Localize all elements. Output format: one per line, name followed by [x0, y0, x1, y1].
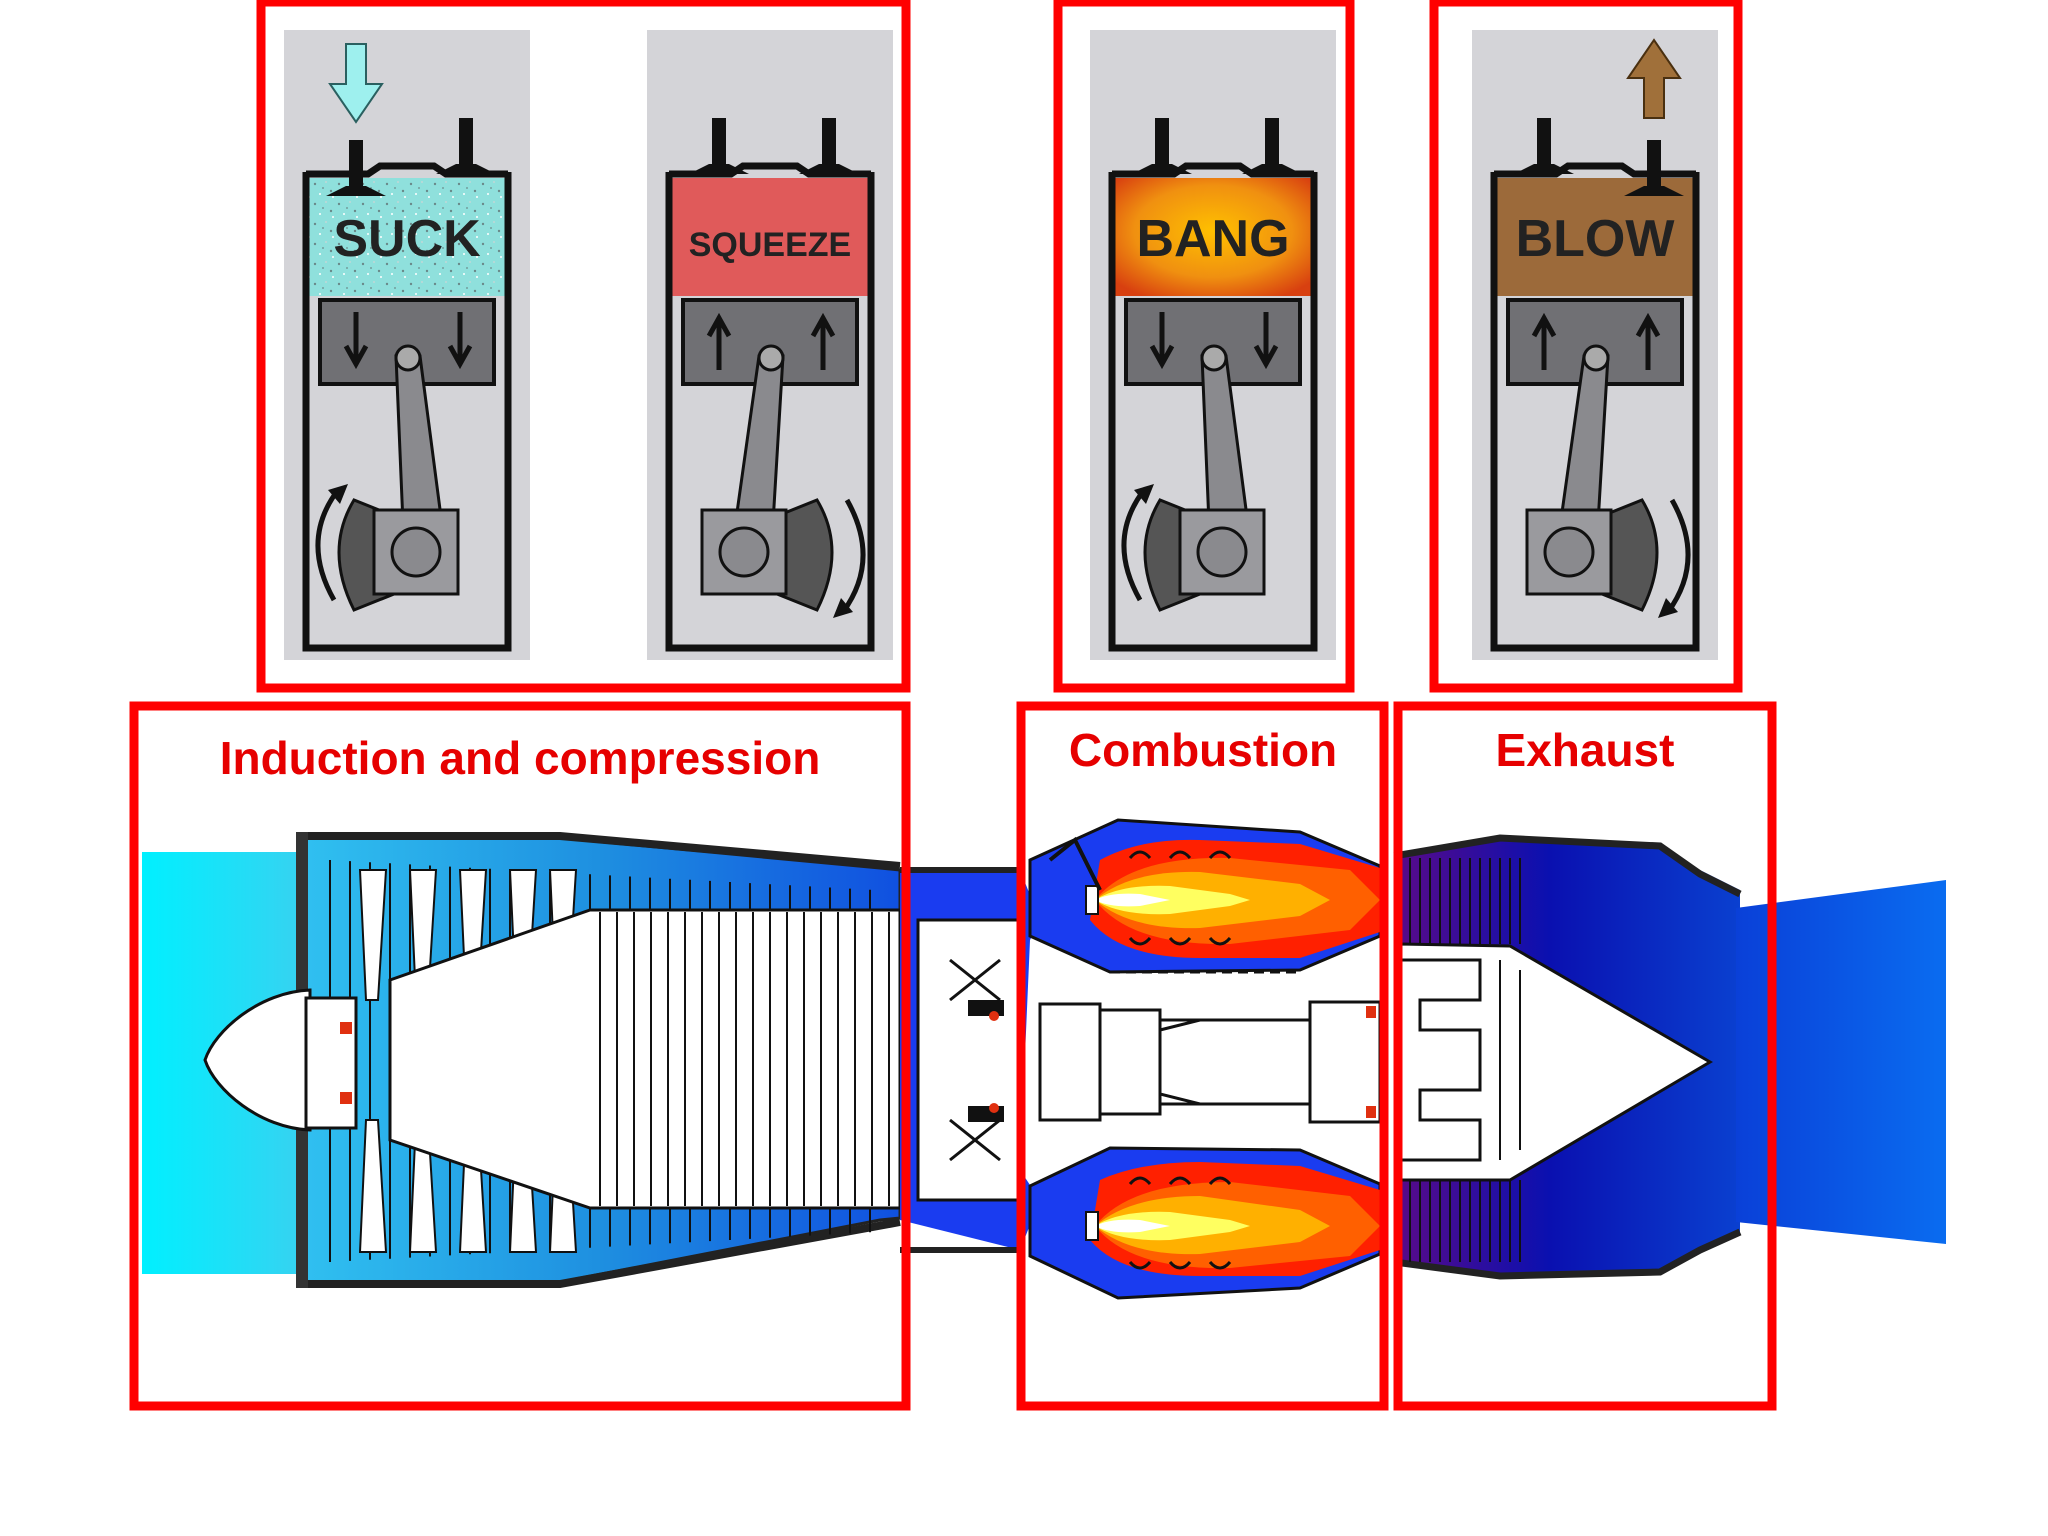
compressor-drum [388, 908, 902, 1210]
valve-head [1514, 164, 1574, 174]
exhaust-arrow-icon [1626, 38, 1682, 119]
arrow-down-icon [1149, 312, 1175, 370]
valve-stem [1647, 140, 1661, 190]
label-exhaust: Exhaust [1496, 724, 1675, 776]
cylinder-wall [1490, 172, 1700, 652]
compressor-blade [358, 869, 388, 1001]
valve-head [1132, 164, 1192, 174]
stroke-label-suck: SUCK [333, 210, 481, 268]
piston-strokes: SUCK SQUEEZE BANG BLOW [284, 30, 1718, 660]
arrow-down-icon [1253, 312, 1279, 370]
frame-combustion [1016, 701, 1389, 1411]
valve-head [326, 186, 386, 196]
frame-induction-compression [129, 701, 911, 1411]
arrow-down-icon [343, 312, 369, 370]
nose-cone [203, 988, 312, 1132]
rotation-arrow-icon [1121, 488, 1146, 602]
stroke-label-bang: BANG [1136, 210, 1289, 268]
compressor-blade [358, 1119, 388, 1253]
stroke-panel-suck: SUCK [284, 30, 530, 660]
combustion-gas [669, 178, 871, 296]
combustion-chamber-lower [1028, 1146, 1382, 1300]
stroke-panel-bang: BANG [1090, 30, 1336, 660]
valve-head [689, 164, 749, 174]
frame-bang [1053, 0, 1355, 693]
cylinder-wall [302, 172, 512, 652]
frame-exhaust [1393, 701, 1777, 1411]
valve-head [799, 164, 859, 174]
cylinder-wall [1108, 172, 1318, 652]
valve-head [1242, 164, 1302, 174]
frame-blow [1429, 0, 1743, 693]
cylinder-wall [665, 172, 875, 652]
valve-stem [1155, 118, 1169, 168]
jet-engine [142, 818, 1946, 1300]
stroke-label-blow: BLOW [1516, 210, 1676, 268]
arrow-up-icon [706, 312, 732, 370]
valve-stem [459, 118, 473, 168]
arrow-up-icon [1635, 312, 1661, 370]
combustion-gas [1494, 178, 1696, 296]
label-combustion: Combustion [1069, 724, 1337, 776]
arrow-up-icon [810, 312, 836, 370]
intake-arrow-icon [328, 43, 384, 124]
label-induction-compression: Induction and compression [220, 732, 821, 784]
rotation-arrow-icon [840, 498, 866, 614]
combustion-gas [306, 178, 508, 296]
stroke-label-squeeze: SQUEEZE [689, 226, 851, 264]
valve-stem [1537, 118, 1551, 168]
valve-stem [1265, 118, 1279, 168]
arrow-down-icon [447, 312, 473, 370]
turbine-shaft [1038, 1000, 1382, 1124]
exhaust-jet [1736, 880, 1946, 1244]
combustion-gas [1112, 178, 1314, 296]
valve-head [436, 164, 496, 174]
frame-suck-squeeze [256, 0, 911, 693]
valve-stem [349, 140, 363, 190]
valve-stem [822, 118, 836, 168]
valve-stem [712, 118, 726, 168]
valve-head [1624, 186, 1684, 196]
arrow-up-icon [1531, 312, 1557, 370]
stroke-panel-squeeze: SQUEEZE [647, 30, 893, 660]
combustion-chamber-upper [1028, 818, 1382, 974]
rotation-arrow-icon [315, 488, 340, 602]
stroke-panel-blow: BLOW [1472, 30, 1718, 660]
rotation-arrow-icon [1665, 498, 1691, 614]
